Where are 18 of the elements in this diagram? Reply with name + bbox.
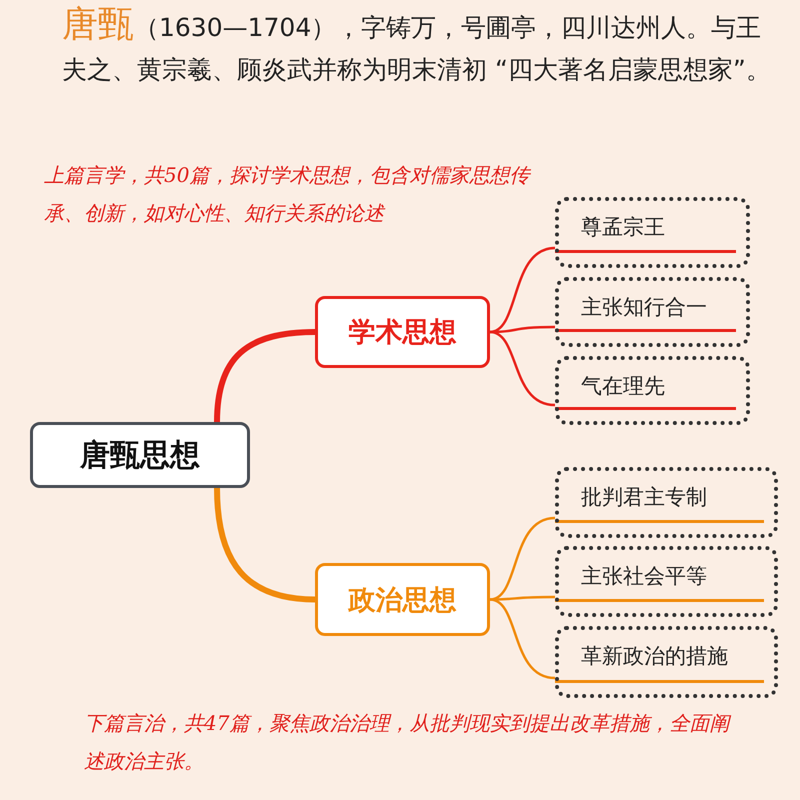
- branch-line: [490, 598, 556, 680]
- handwritten-note: 下篇言治，共47篇，聚焦政治治理，从批判现实到提出改革措施，全面阐述政治主张。: [84, 710, 732, 775]
- subtopic-box: 气在理先: [555, 356, 750, 425]
- subtopic-box: 尊孟宗王: [555, 197, 750, 268]
- branch-line: [490, 326, 556, 334]
- subtopic-box: 批判君主专制: [555, 467, 778, 538]
- topic-box: 唐甄思想: [30, 422, 250, 488]
- branch-line: [214, 488, 316, 602]
- branch-box: 学术思想: [315, 296, 490, 368]
- subtopic-box: 革新政治的措施: [555, 626, 778, 698]
- subtopic-box: 主张社会平等: [555, 546, 778, 617]
- branch-box: 政治思想: [315, 563, 490, 636]
- branch-line: [214, 329, 316, 422]
- handwritten-note: 上篇言学，共50篇，探讨学术思想，包含对儒家思想传承、创新，如对心性、知行关系的论述: [44, 162, 532, 227]
- branch-line: [490, 330, 556, 406]
- intro-text: 唐甄（1630—1704），字铸万，号圃亭，四川达州人。与王夫之、黄宗羲、顾炎武并称为明末清初 “四大著名启蒙思想家”。: [62, 4, 772, 86]
- branch-line: [490, 596, 555, 601]
- subtopic-box: 主张知行合一: [555, 277, 750, 347]
